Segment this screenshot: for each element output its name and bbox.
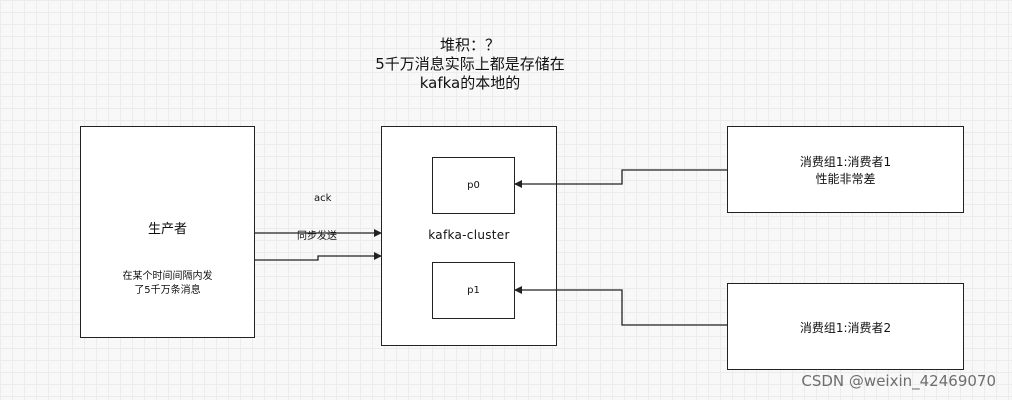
consumer-1-line-2: 性能非常差 bbox=[815, 172, 876, 186]
partition-p0-label: p0 bbox=[467, 180, 480, 191]
cluster-title: kafka-cluster bbox=[428, 228, 510, 242]
producer-node[interactable]: 生产者 在某个时间间隔内发 了5千万条消息 bbox=[80, 126, 255, 338]
stacking-note: 堆积：？ 5千万消息实际上都是存储在 kafka的本地的 bbox=[340, 36, 600, 93]
partition-p1-node[interactable]: p1 bbox=[432, 262, 515, 319]
partition-p1-label: p1 bbox=[467, 285, 480, 296]
producer-description: 在某个时间间隔内发 了5千万条消息 bbox=[81, 270, 254, 298]
producer-desc-line-1: 在某个时间间隔内发 bbox=[122, 271, 213, 282]
note-line-1: 堆积：？ bbox=[439, 36, 500, 54]
consumer-2-line-1: 消费组1:消费者2 bbox=[799, 321, 892, 335]
note-line-2: 5千万消息实际上都是存储在 bbox=[375, 55, 565, 73]
consumer-1-text: 消费组1:消费者1 性能非常差 bbox=[728, 154, 963, 188]
csdn-watermark: CSDN @weixin_42469070 bbox=[801, 372, 996, 390]
consumer-1-line-1: 消费组1:消费者1 bbox=[799, 155, 892, 169]
consumer-2-node[interactable]: 消费组1:消费者2 bbox=[727, 283, 964, 370]
ack-edge-label: ack bbox=[314, 193, 332, 204]
note-line-3: kafka的本地的 bbox=[419, 74, 521, 92]
producer-title: 生产者 bbox=[147, 222, 187, 237]
consumer-1-node[interactable]: 消费组1:消费者1 性能非常差 bbox=[727, 126, 964, 213]
producer-desc-line-2: 了5千万条消息 bbox=[134, 285, 201, 296]
partition-p0-node[interactable]: p0 bbox=[432, 157, 515, 214]
consumer-2-text: 消费组1:消费者2 bbox=[728, 319, 963, 336]
sync-send-edge-label: 同步发送 bbox=[297, 231, 337, 242]
producer-to-cluster-arrow-2 bbox=[255, 252, 382, 261]
